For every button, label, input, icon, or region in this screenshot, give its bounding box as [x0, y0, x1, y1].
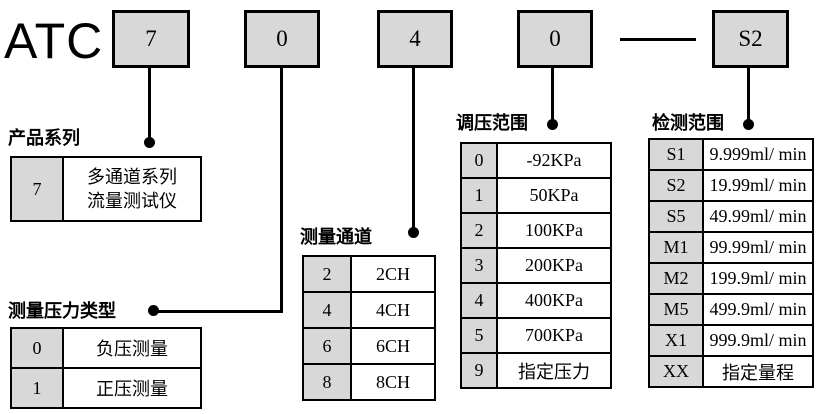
connector-pressure-type-vline: [280, 66, 283, 313]
code-cell: M1: [648, 231, 704, 264]
desc-cell: 多通道系列 流量测试仪: [62, 156, 202, 222]
desc-cell: 99.99ml/ min: [702, 231, 814, 264]
desc-cell: 19.99ml/ min: [702, 169, 814, 202]
desc-cell: 指定压力: [496, 352, 612, 389]
desc-cell: 指定量程: [702, 355, 814, 388]
connector-detection-range-line: [747, 66, 750, 121]
pressure-range-table-title: 调压范围: [456, 113, 528, 133]
code-box-detection-range: S2: [712, 10, 789, 68]
connector-detection-range-dot: [743, 119, 754, 130]
table-row: X1 999.9ml/ min: [648, 324, 814, 357]
code-cell: 2: [302, 255, 352, 293]
desc-line: 多通道系列: [87, 166, 177, 187]
code-cell: 9: [460, 352, 498, 389]
desc-cell: 50KPa: [496, 177, 612, 214]
connector-channels-line: [412, 66, 415, 230]
connector-series-dot: [144, 137, 155, 148]
code-cell: 0: [460, 142, 498, 179]
table-row: 5 700KPa: [460, 317, 612, 354]
code-cell: 4: [460, 282, 498, 319]
table-row: S2 19.99ml/ min: [648, 169, 814, 202]
table-row: 1 50KPa: [460, 177, 612, 214]
channels-table-title: 测量通道: [300, 227, 372, 247]
code-box-series: 7: [112, 10, 190, 68]
desc-cell: 499.9ml/ min: [702, 293, 814, 326]
code-cell: 1: [460, 177, 498, 214]
desc-cell: 999.9ml/ min: [702, 324, 814, 357]
connector-pressure-range-dot: [547, 119, 558, 130]
table-row: 6 6CH: [302, 327, 436, 365]
desc-cell: -92KPa: [496, 142, 612, 179]
code-cell: M2: [648, 262, 704, 295]
code-cell: 1: [10, 367, 64, 409]
code-cell: 4: [302, 291, 352, 329]
code-cell: 7: [10, 156, 64, 222]
table-row: 2 2CH: [302, 255, 436, 293]
desc-cell: 4CH: [350, 291, 436, 329]
code-cell: S2: [648, 169, 704, 202]
connector-series-line: [148, 66, 151, 140]
desc-line: 流量测试仪: [87, 191, 177, 211]
table-row: S1 9.999ml/ min: [648, 138, 814, 171]
desc-cell: 200KPa: [496, 247, 612, 284]
code-separator-dash: [620, 38, 696, 41]
channels-table: 2 2CH 4 4CH 6 6CH 8 8CH: [302, 255, 436, 401]
connector-channels-dot: [408, 227, 419, 238]
table-row: XX 指定量程: [648, 355, 814, 388]
code-box-pressure-type: 0: [244, 10, 320, 68]
desc-cell: 正压测量: [62, 367, 202, 409]
code-cell: 5: [460, 317, 498, 354]
code-cell: 2: [460, 212, 498, 249]
pressure-type-table-title: 测量压力类型: [8, 301, 116, 321]
table-row: 8 8CH: [302, 363, 436, 401]
desc-cell: 负压测量: [62, 327, 202, 369]
desc-cell: 49.99ml/ min: [702, 200, 814, 233]
code-cell: 8: [302, 363, 352, 401]
detection-range-table: S1 9.999ml/ min S2 19.99ml/ min S5 49.99…: [648, 138, 814, 388]
table-row: 7 多通道系列 流量测试仪: [10, 156, 202, 222]
code-box-pressure-range: 0: [517, 10, 593, 68]
model-prefix: ATC: [4, 13, 104, 69]
table-row: 2 100KPa: [460, 212, 612, 249]
desc-cell: 6CH: [350, 327, 436, 365]
table-row: M2 199.9ml/ min: [648, 262, 814, 295]
connector-pressure-type-dot: [148, 305, 159, 316]
code-cell: S5: [648, 200, 704, 233]
desc-cell: 400KPa: [496, 282, 612, 319]
connector-pressure-range-line: [551, 66, 554, 121]
code-cell: S1: [648, 138, 704, 171]
pressure-range-table: 0 -92KPa 1 50KPa 2 100KPa 3 200KPa 4 400…: [460, 142, 612, 389]
code-cell: X1: [648, 324, 704, 357]
table-row: 0 -92KPa: [460, 142, 612, 179]
desc-cell: 700KPa: [496, 317, 612, 354]
desc-cell: 199.9ml/ min: [702, 262, 814, 295]
desc-cell: 8CH: [350, 363, 436, 401]
connector-pressure-type-hline: [154, 310, 283, 313]
code-box-channels: 4: [377, 10, 453, 68]
series-table: 7 多通道系列 流量测试仪: [10, 156, 202, 222]
code-cell: XX: [648, 355, 704, 388]
table-row: S5 49.99ml/ min: [648, 200, 814, 233]
table-row: 3 200KPa: [460, 247, 612, 284]
table-row: 1 正压测量: [10, 367, 202, 409]
table-row: 4 400KPa: [460, 282, 612, 319]
desc-cell: 9.999ml/ min: [702, 138, 814, 171]
code-cell: 3: [460, 247, 498, 284]
table-row: M1 99.99ml/ min: [648, 231, 814, 264]
table-row: 0 负压测量: [10, 327, 202, 369]
code-cell: 6: [302, 327, 352, 365]
code-cell: M5: [648, 293, 704, 326]
code-cell: 0: [10, 327, 64, 369]
desc-cell: 2CH: [350, 255, 436, 293]
table-row: M5 499.9ml/ min: [648, 293, 814, 326]
series-table-title: 产品系列: [8, 128, 80, 148]
desc-cell: 100KPa: [496, 212, 612, 249]
table-row: 9 指定压力: [460, 352, 612, 389]
detection-range-table-title: 检测范围: [652, 113, 724, 133]
pressure-type-table: 0 负压测量 1 正压测量: [10, 327, 202, 409]
table-row: 4 4CH: [302, 291, 436, 329]
